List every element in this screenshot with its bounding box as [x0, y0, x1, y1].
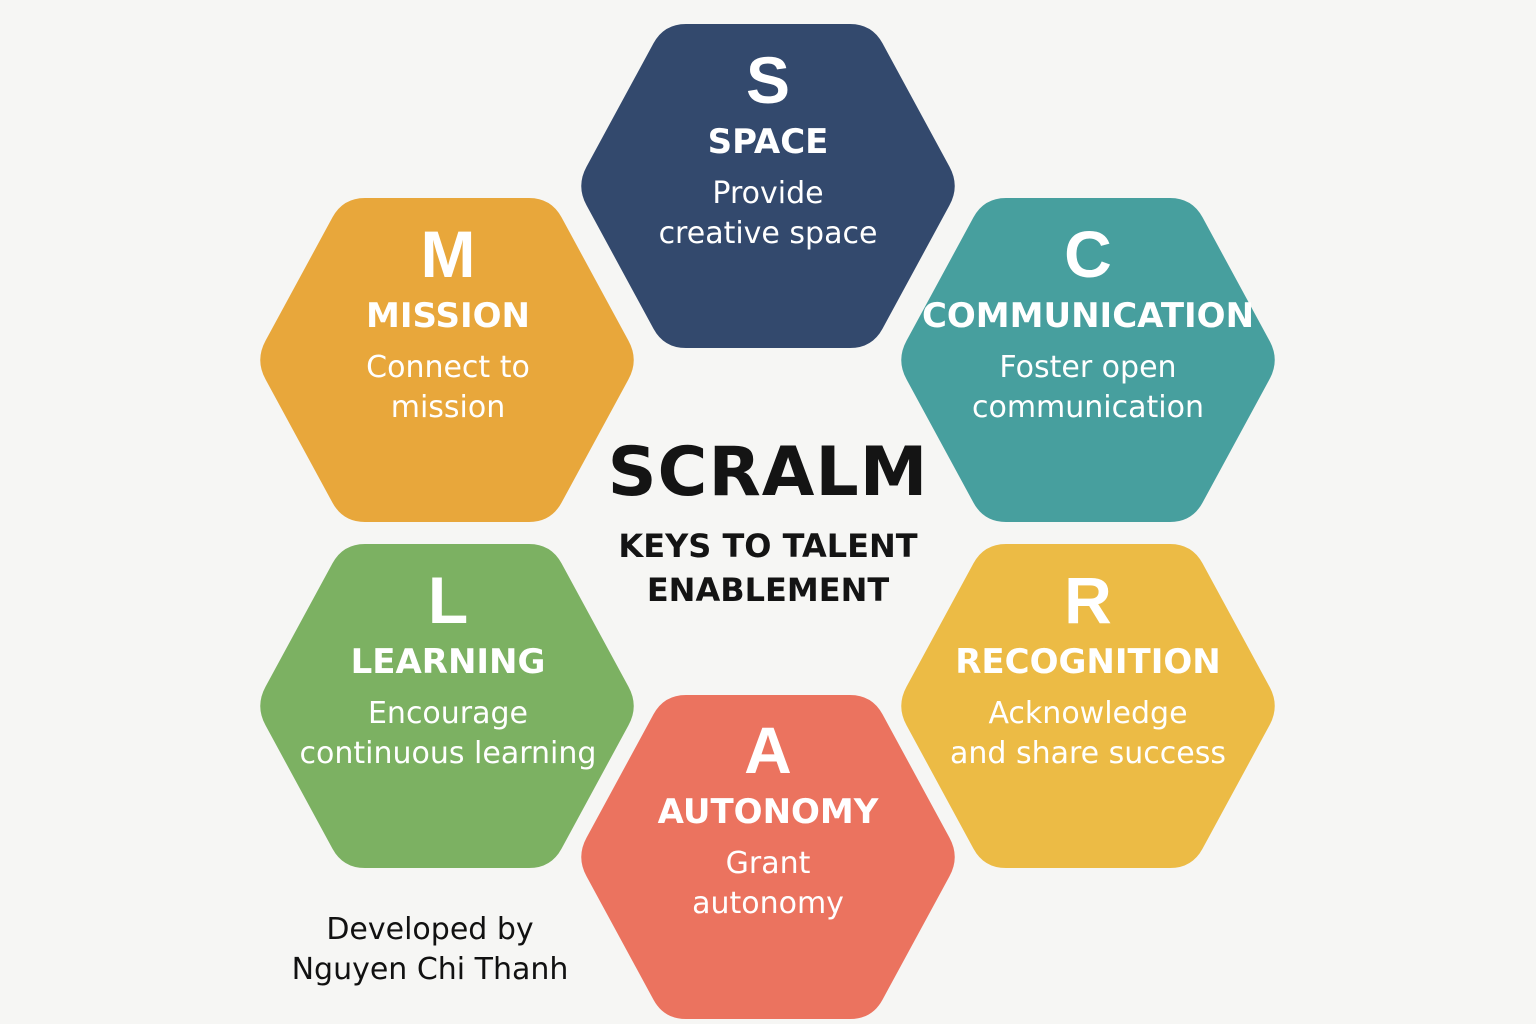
hex-desc-autonomy: Grant autonomy [692, 846, 844, 921]
hex-letter-m: M [420, 217, 476, 291]
credit-text: Developed by Nguyen Chi Thanh [291, 912, 569, 987]
hex-letter-c: C [1064, 217, 1112, 291]
hex-label-communication: C COMMUNICATION Foster open communicatio… [898, 218, 1278, 428]
hex-label-learning: L LEARNING Encourage continuous learning [258, 564, 638, 774]
hex-desc-recognition: Acknowledge and share success [949, 696, 1227, 771]
hex-label-recognition: R RECOGNITION Acknowledge and share succ… [898, 564, 1278, 774]
hexagon-communication [901, 198, 1275, 522]
hexagon-space [581, 24, 955, 348]
center-block: SCRALM KEYS TO TALENT ENABLEMENT [568, 432, 968, 612]
hex-desc-space: Provide creative space [658, 176, 878, 251]
center-subtitle: KEYS TO TALENT ENABLEMENT [618, 527, 918, 609]
hex-title-recognition: RECOGNITION [955, 642, 1221, 682]
hex-letter-r: R [1064, 563, 1112, 637]
hex-letter-a: A [744, 713, 792, 787]
hexagon-autonomy [581, 695, 955, 1019]
hex-title-mission: MISSION [366, 296, 530, 336]
hex-label-mission: M MISSION Connect to mission [258, 218, 638, 428]
hex-desc-learning: Encourage continuous learning [299, 696, 597, 771]
hexagon-recognition [901, 544, 1275, 868]
center-title: SCRALM [607, 433, 929, 512]
hex-desc-mission: Connect to mission [366, 350, 530, 425]
hex-title-space: SPACE [707, 122, 829, 162]
hex-label-autonomy: A AUTONOMY Grant autonomy [578, 714, 958, 924]
hex-desc-communication: Foster open communication [971, 350, 1204, 425]
hex-title-communication: COMMUNICATION [921, 296, 1255, 336]
hexagon-learning [260, 544, 634, 868]
hex-letter-s: S [745, 43, 791, 117]
hexagon-mission [260, 198, 634, 522]
hex-title-learning: LEARNING [350, 642, 546, 682]
hex-letter-l: L [427, 563, 469, 637]
hex-title-autonomy: AUTONOMY [657, 792, 879, 832]
hex-label-space: S SPACE Provide creative space [578, 44, 958, 254]
